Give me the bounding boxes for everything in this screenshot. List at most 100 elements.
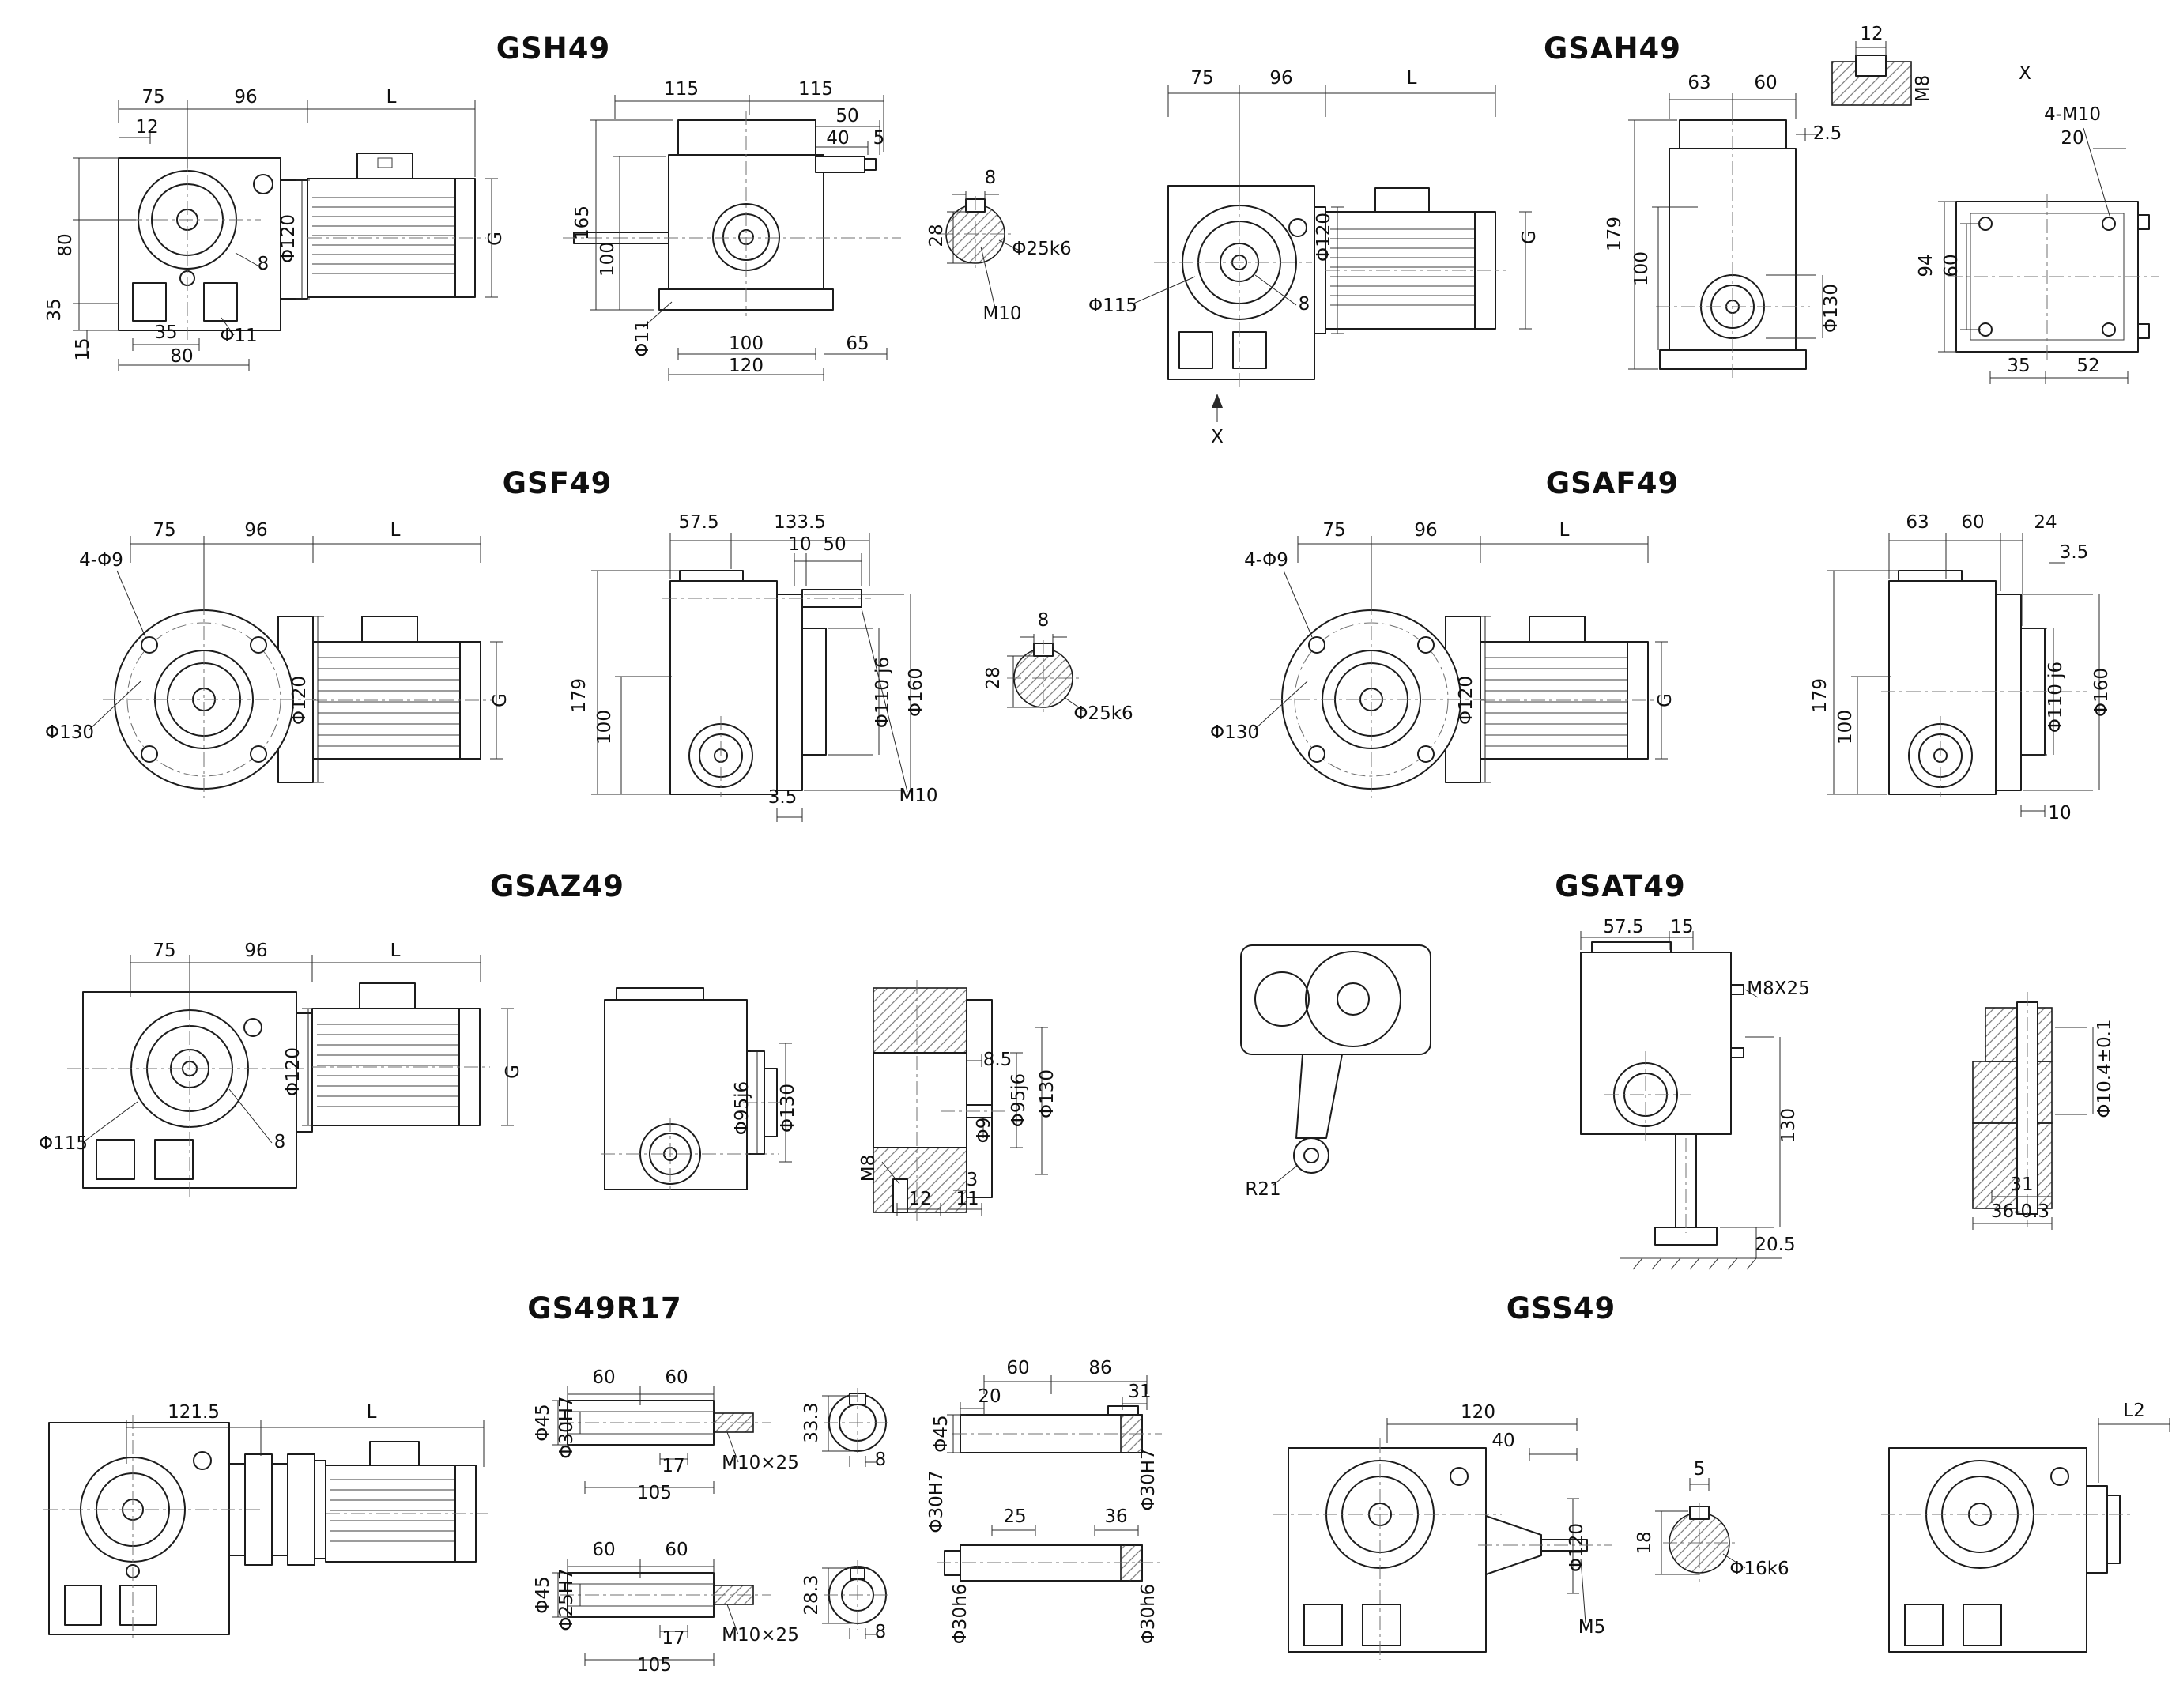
gsaz49-dim-label: Φ120: [283, 1047, 304, 1096]
gsf49-front-view: [88, 536, 503, 798]
gsat49-dim-label: Φ10.4±0.1: [2095, 1019, 2115, 1118]
gs49r17-dim-label: Φ45: [533, 1576, 553, 1613]
gsf49-dim-label: 4-Φ9: [79, 550, 123, 571]
gsf49-dim-label: 28: [983, 666, 1004, 689]
gs49r17-dim-label: Φ30H7: [926, 1470, 947, 1533]
gs49r17-dim-label: Φ45: [533, 1404, 553, 1441]
gs49r17-dim-label: Φ30H7: [1138, 1448, 1159, 1510]
gss49-dim-label: 18: [1635, 1531, 1655, 1554]
gsah49-dim-label: 100: [1631, 251, 1652, 286]
gsaz49-dim-label: G: [503, 1065, 523, 1079]
gs49r17-dim-label: 105: [637, 1655, 672, 1676]
gsaz49-section-detail: [873, 980, 1048, 1221]
gsf49-dim-label: Φ160: [906, 668, 926, 717]
gs49r17-dim-label: 121.5: [168, 1402, 220, 1423]
gsh49-dim-label: 115: [798, 79, 833, 100]
gsaf49-dim-label: 10: [2048, 803, 2071, 824]
panel-title-gsh49: GSH49: [496, 32, 610, 66]
gsaf49-dim-label: 24: [2034, 512, 2057, 533]
gsh49-dim-label: M10: [982, 304, 1021, 324]
gsah49-dim-label: 52: [2076, 356, 2099, 376]
gsah49-dim-label: 4-M10: [2044, 104, 2101, 125]
gsf49-side-view: [591, 533, 911, 822]
gsat49-dim-label: 15: [1670, 917, 1693, 937]
gsaz49-front-view: [67, 955, 514, 1197]
gsat49-side-view: [1580, 931, 1782, 1270]
gsah49-dim-label: Φ130: [1821, 284, 1842, 333]
gsaz49-dim-label: 96: [244, 941, 267, 961]
panel-title-gss49: GSS49: [1506, 1291, 1616, 1325]
gsaf49-dim-label: 179: [1810, 678, 1831, 713]
gsaf49-dim-label: Φ160: [2091, 668, 2112, 717]
gss49-dim-label: 120: [1461, 1402, 1495, 1423]
gsaz49-dim-label: Φ9: [974, 1118, 994, 1144]
gs49r17-dim-label: 25: [1003, 1506, 1026, 1527]
gsat49-dim-label: 31: [2010, 1174, 2033, 1195]
gsh49-dim-label: 12: [135, 117, 158, 138]
gsaz49-dim-label: Φ115: [39, 1133, 88, 1154]
gsaz49-dim-label: Φ95j6: [732, 1081, 752, 1135]
gs49r17-dim-label: 31: [1128, 1382, 1151, 1402]
gsh49-dim-label: 165: [572, 205, 593, 240]
gsaz49-dim-label: 11: [956, 1189, 979, 1209]
gs49r17-hollow-shaft-2: [552, 1559, 771, 1666]
gsah49-dim-label: 60: [1754, 73, 1777, 93]
gsaf49-dim-label: G: [1655, 693, 1676, 707]
gsh49-side-view: [563, 95, 901, 381]
gsf49-dim-label: G: [490, 693, 511, 707]
gsf49-dim-label: 75: [153, 520, 175, 541]
gsh49-dim-label: Φ120: [278, 214, 299, 263]
gsah49-dim-label: 75: [1190, 68, 1213, 89]
panel-title-gsf49: GSF49: [503, 466, 613, 500]
gs49r17-dim-label: 60: [665, 1540, 688, 1560]
gsf49-dim-label: 133.5: [774, 512, 826, 533]
gsah49-side-view: [1628, 93, 1823, 378]
gsat49-dim-label: 20.5: [1755, 1235, 1795, 1255]
gs49r17-dim-label: Φ25H7: [556, 1568, 577, 1631]
gsat49-arm-view: [1240, 944, 1431, 1186]
gs49r17-dim-label: M10×25: [722, 1625, 799, 1646]
gsaz49-dim-label: 3: [967, 1170, 979, 1190]
gsf49-dim-label: Φ130: [45, 722, 94, 743]
gsf49-dim-label: 100: [594, 710, 615, 745]
gss49-dim-label: Φ120: [1567, 1523, 1587, 1572]
gsaz49-dim-label: 12: [908, 1189, 931, 1209]
gsf49-dim-label: 50: [823, 534, 846, 555]
gsaz49-dim-label: Φ95j6: [1009, 1073, 1029, 1127]
gsah49-dim-label: 63: [1687, 73, 1710, 93]
gsh49-dim-label: L: [387, 87, 397, 107]
gsah49-dim-label: 35: [2007, 356, 2030, 376]
gs49r17-dim-label: 60: [1006, 1358, 1029, 1378]
gsaf49-dim-label: Φ130: [1210, 722, 1259, 743]
gs49r17-key-section-2: [822, 1560, 892, 1639]
gsah49-dim-label: 96: [1269, 68, 1292, 89]
gsh49-dim-label: 5: [873, 128, 885, 149]
gsah49-dim-label: Φ115: [1088, 296, 1137, 316]
gsf49-shaft-section: [1007, 634, 1085, 716]
gsh49-dim-label: 96: [234, 87, 257, 107]
gsh49-dim-label: 100: [598, 242, 618, 277]
gsah49-dim-label: 60: [1941, 254, 1962, 277]
panel-title-gsaz49: GSAZ49: [490, 869, 624, 903]
gsaf49-dim-label: 63: [1906, 512, 1929, 533]
gsf49-dim-label: 3.5: [768, 787, 798, 808]
gsah49-dim-label: M8: [1913, 75, 1933, 102]
gsah49-dim-label: 179: [1604, 217, 1625, 251]
gsah49-dim-label: X: [1211, 427, 1224, 447]
gsaf49-dim-label: L: [1559, 520, 1570, 541]
gs49r17-key-section-1: [822, 1388, 892, 1467]
gsah49-dim-label: X: [2019, 63, 2031, 84]
gsah49-dim-label: 8: [1299, 294, 1310, 315]
gsah49-dim-label: L: [1407, 68, 1417, 89]
gsah49-dim-label: 12: [1860, 24, 1883, 44]
gsf49-dim-label: Φ25k6: [1073, 703, 1133, 724]
gsah49-dim-label: 20: [2061, 128, 2083, 149]
panel-title-gsat49: GSAT49: [1555, 869, 1686, 903]
gsaf49-dim-label: 4-Φ9: [1244, 550, 1288, 571]
gsh49-dim-label: 35: [154, 322, 177, 343]
gsat49-dim-label: 57.5: [1603, 917, 1643, 937]
gss49-key-section: [1655, 1478, 1746, 1582]
gsaf49-dim-label: 75: [1322, 520, 1345, 541]
